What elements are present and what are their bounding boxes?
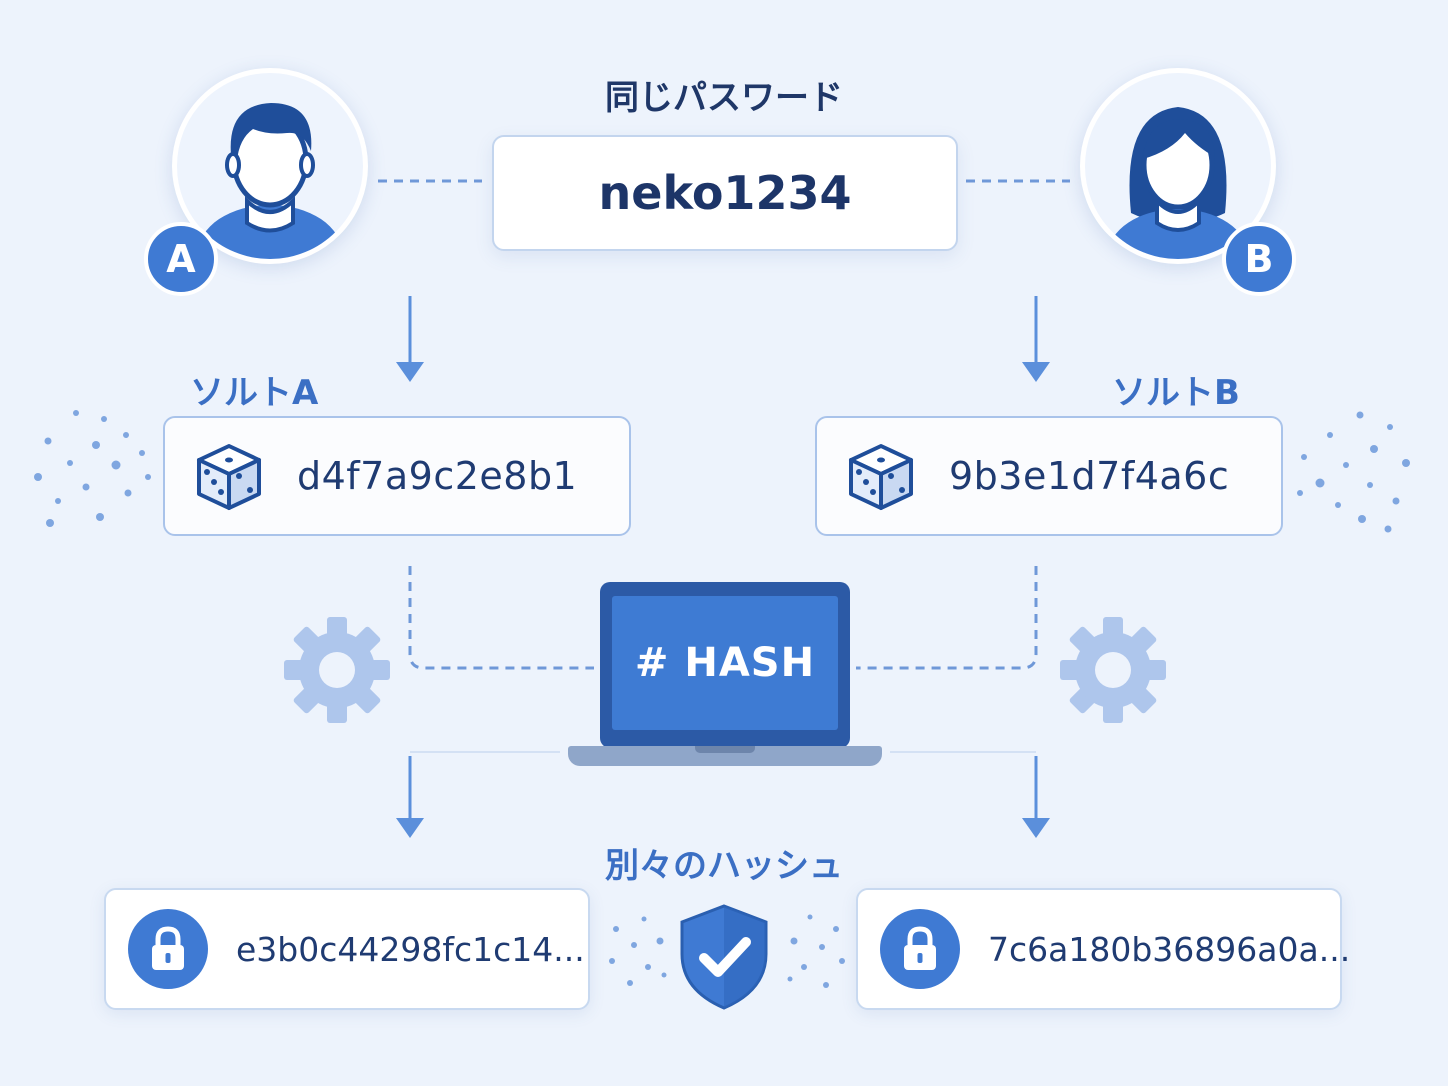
dice-icon — [197, 444, 261, 510]
password-heading: 同じパスワード — [605, 78, 843, 118]
sparkle-dots-left — [34, 410, 151, 527]
salt-b-value: 9b3e1d7f4a6c — [949, 454, 1230, 498]
person-icon — [198, 103, 342, 259]
hash-a-value: e3b0c44298fc1c14... — [236, 929, 585, 969]
hash-b-box: 7c6a180b36896a0a... — [856, 888, 1350, 1010]
gear-icon — [1060, 617, 1166, 723]
user-a-badge: A — [144, 222, 218, 296]
user-b-badge: B — [1222, 222, 1296, 296]
laptop-notch — [695, 746, 755, 753]
laptop-base — [568, 746, 882, 766]
salt-a-value: d4f7a9c2e8b1 — [297, 454, 578, 498]
person-icon — [1108, 107, 1248, 259]
laptop-icon: # HASH — [560, 580, 890, 780]
gear-icon — [284, 617, 390, 723]
hash-function-label: # HASH — [612, 596, 838, 730]
sparkle-dots-shield-left — [609, 916, 667, 986]
salt-b-label: ソルトB — [1112, 373, 1240, 413]
password-value: neko1234 — [598, 166, 852, 220]
salt-b-box: 9b3e1d7f4a6c — [815, 416, 1283, 536]
password-box: neko1234 — [492, 135, 958, 251]
hash-b-value: 7c6a180b36896a0a... — [988, 929, 1351, 969]
sparkle-dots-shield-right — [787, 914, 845, 988]
laptop-screen: # HASH — [600, 582, 850, 748]
salt-a-box: d4f7a9c2e8b1 — [163, 416, 631, 536]
dash-salt-b-to-hash — [856, 566, 1038, 670]
lock-icon — [128, 909, 208, 989]
lock-icon — [880, 909, 960, 989]
hash-a-box: e3b0c44298fc1c14... — [104, 888, 590, 1010]
dash-salt-a-to-hash — [408, 566, 594, 670]
user-a-avatar — [172, 68, 368, 264]
salt-a-label: ソルトA — [190, 373, 319, 413]
dice-icon — [849, 444, 913, 510]
user-b-avatar — [1080, 68, 1276, 264]
shield-check-icon — [680, 904, 768, 1010]
hashes-heading: 別々のハッシュ — [605, 846, 843, 886]
sparkle-dots-right — [1297, 411, 1410, 533]
